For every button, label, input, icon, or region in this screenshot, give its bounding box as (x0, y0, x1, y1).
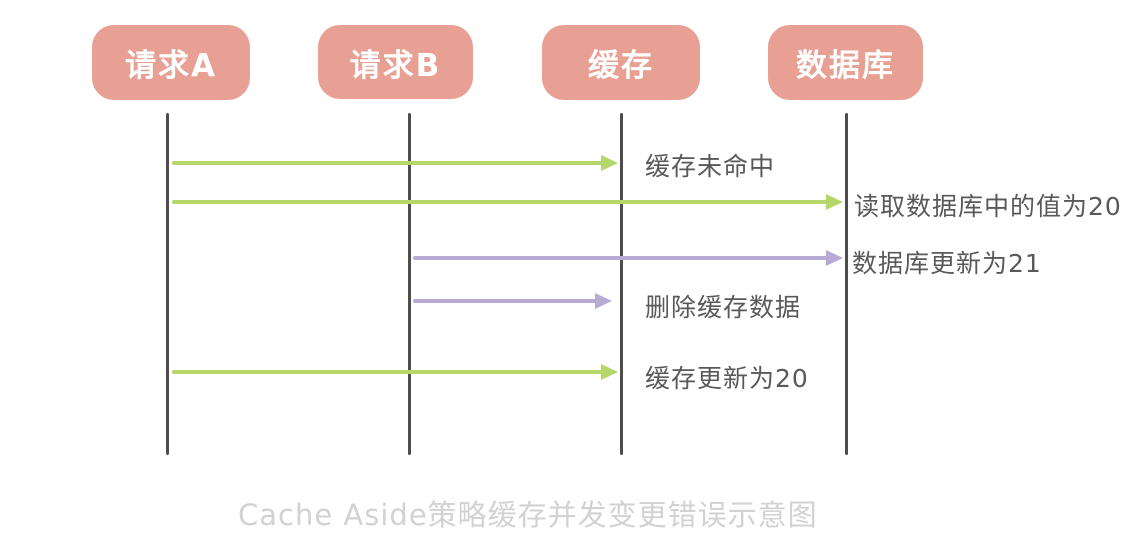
actor-request-a: 请求A (92, 25, 250, 100)
arrowhead-icon (826, 194, 843, 210)
diagram-caption: Cache Aside策略缓存并发变更错误示意图 (238, 498, 818, 532)
label-update-cache: 缓存更新为20 (645, 364, 809, 393)
arrow-read-db (172, 194, 843, 210)
actor-cache: 缓存 (542, 25, 700, 100)
arrow-delete-cache (413, 293, 612, 309)
label-delete-cache: 删除缓存数据 (645, 293, 802, 322)
lifeline-database (845, 113, 848, 455)
arrow-cache-miss (172, 155, 618, 171)
arrowhead-icon (601, 364, 618, 380)
arrow-update-cache (172, 364, 618, 380)
arrow-shaft (172, 200, 835, 204)
lifeline-cache (620, 113, 623, 455)
arrow-shaft (413, 256, 835, 260)
arrowhead-icon (601, 155, 618, 171)
label-update-db: 数据库更新为21 (852, 249, 1042, 278)
arrow-shaft (172, 161, 610, 165)
arrow-update-db (413, 250, 843, 266)
lifeline-request-b (408, 113, 411, 455)
actor-request-b: 请求B (318, 25, 473, 99)
arrow-shaft (413, 299, 604, 303)
lifeline-request-a (166, 113, 169, 455)
label-read-db: 读取数据库中的值为20 (854, 192, 1122, 221)
arrow-shaft (172, 370, 610, 374)
label-cache-miss: 缓存未命中 (645, 152, 776, 181)
arrowhead-icon (826, 250, 843, 266)
actor-database: 数据库 (768, 25, 923, 100)
arrowhead-icon (595, 293, 612, 309)
